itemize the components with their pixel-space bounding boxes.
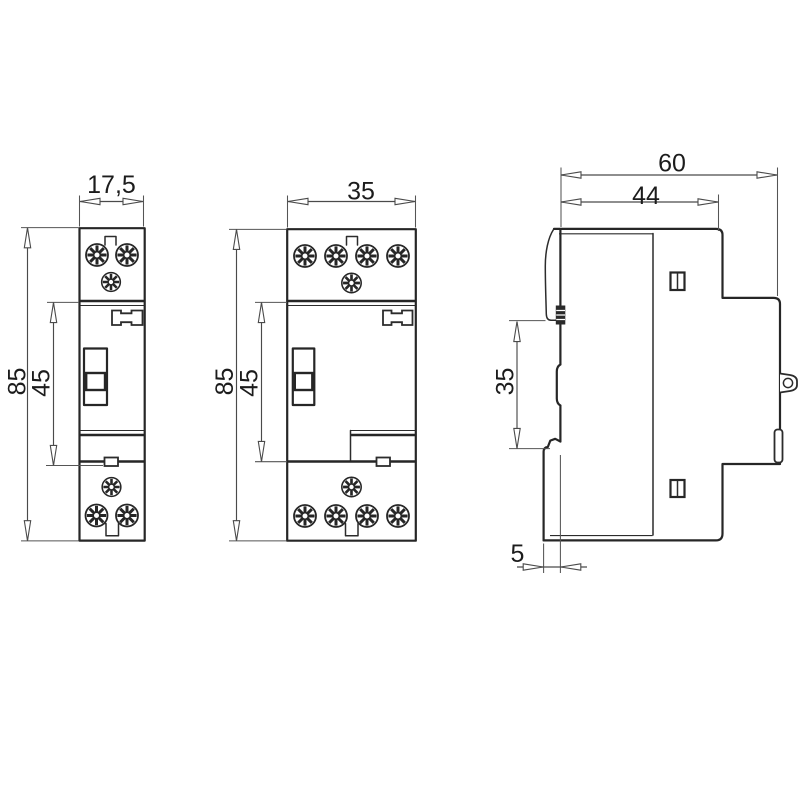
switch-lever-position [84,371,107,392]
dim-front-step-label: 5 [511,540,525,568]
rear-clip-knob-hole [782,377,794,389]
rear-slot [773,428,784,464]
dim-section-label: 45 [236,369,264,397]
arrowhead [756,171,778,179]
profile-front-step [542,437,562,542]
arrowhead [560,563,582,571]
screw-icon [354,243,380,269]
dim-rail-section-label: 35 [492,368,520,396]
bottom-notch-symbol [102,522,122,537]
arrowhead [257,302,266,324]
dim-width-label: 17,5 [87,171,136,199]
extension-lines-height [21,227,79,542]
side-window [669,478,686,499]
screw-icon [84,242,110,268]
arrowhead [513,321,521,343]
extension-lines-width [286,195,417,228]
arrowhead [23,227,32,249]
arrowhead [49,302,58,324]
dim-depth-label: 60 [658,150,686,178]
front-view-multi-module: 35 85 45 [211,178,417,542]
dim-height-label: 85 [211,368,239,396]
extension-lines-front-step [543,455,561,573]
label-tab [103,456,119,467]
screw-icon [385,503,411,529]
arrowhead [394,197,416,206]
front-view-single-module: 17,5 85 45 [4,171,146,542]
extension-lines-section [255,301,287,463]
dim-width-label: 35 [347,178,375,206]
switch-lever-position [293,371,314,392]
top-notch-symbol [345,235,359,246]
arrowhead [257,440,266,462]
screw-icon [340,272,363,294]
arrowhead [522,563,544,571]
top-notch-symbol [104,235,117,246]
profile-bottom-edge [542,462,724,542]
arrowhead [697,198,719,206]
screw-icon [100,476,123,498]
latch-clip [382,309,414,326]
screw-icon [385,243,411,269]
arrowhead [122,197,143,206]
extension-lines-rail-section [509,320,550,450]
screw-icon [292,503,318,529]
screw-icon [323,243,349,269]
screw-icon [114,242,140,268]
arrowhead [287,197,309,206]
extension-lines-section [46,301,103,467]
profile-front-edge [555,228,562,443]
dim-section-label: 45 [28,369,56,397]
module-body [78,227,146,542]
arrowhead [560,198,582,206]
arrowhead [232,229,241,250]
din-clip-lever [544,228,559,322]
switch-lever [82,347,109,407]
arrowhead [513,427,521,449]
extension-lines-width [78,195,145,227]
dim-height-label: 85 [4,368,32,396]
screw-icon [340,476,363,498]
screw-icon [100,271,122,293]
bottom-notch-symbol [342,522,362,537]
profile-back-step [721,296,782,465]
extension-lines-depth [560,167,779,296]
label-tab [375,456,391,467]
profile-top-edge [552,227,724,299]
arrowhead [49,444,58,466]
din-clip-grip-hatch [556,309,565,321]
side-view: 60 44 35 5 [492,150,798,573]
side-window [669,271,686,292]
module-body [286,228,417,542]
screw-icon [292,243,318,269]
latch-clip [111,309,144,326]
switch-lever [291,347,316,407]
extension-lines-height [229,228,287,542]
dim-upper-depth-label: 44 [632,182,660,210]
arrowhead [23,520,32,541]
arrowhead [560,171,582,179]
arrowhead [232,520,241,541]
arrowhead [80,197,101,206]
